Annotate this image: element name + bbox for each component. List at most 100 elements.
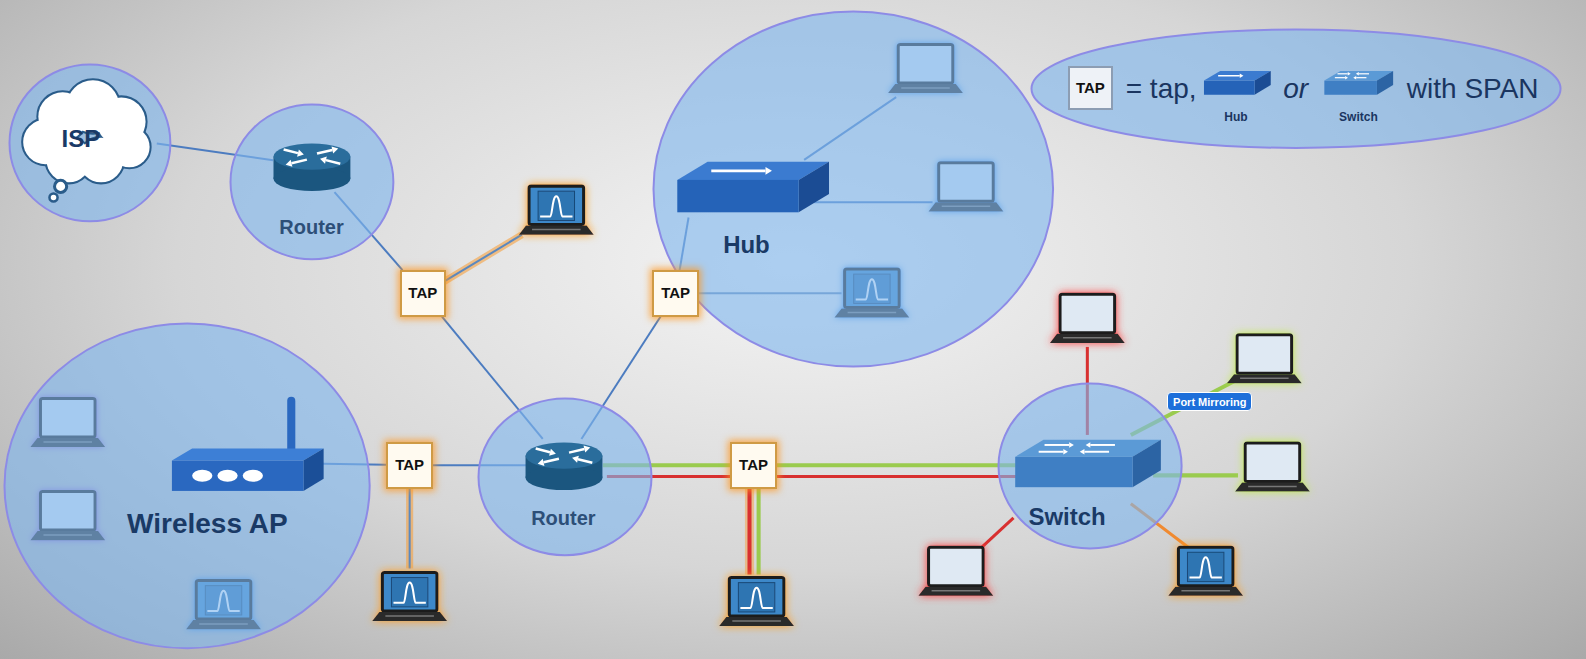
arrow-head xyxy=(320,157,327,164)
tap-box: TAP xyxy=(386,442,433,489)
switch-wire xyxy=(974,347,1238,554)
box-label: Port Mirroring xyxy=(1173,395,1246,408)
node-outline xyxy=(229,103,395,261)
box-label: TAP xyxy=(1076,79,1105,96)
wireless-region: Wireless AP xyxy=(3,322,371,650)
router-icon xyxy=(273,167,350,191)
sniffer-laptop xyxy=(519,186,594,235)
router-icon xyxy=(526,465,603,489)
tap-box: TAP xyxy=(652,270,699,317)
legend-icon-label: Hub xyxy=(1224,110,1247,124)
arrow-head xyxy=(331,147,338,154)
access-point-led xyxy=(192,469,212,481)
switch-icon xyxy=(1133,440,1161,487)
arrow-shaft xyxy=(1337,74,1347,75)
isp-cloud: ISP xyxy=(8,63,172,223)
sniffer-laptop xyxy=(372,572,447,621)
region-ellipse xyxy=(479,398,652,555)
node-icon xyxy=(1016,440,1162,487)
arrow-head xyxy=(1353,76,1356,79)
laptop xyxy=(1227,335,1302,384)
arrow-head xyxy=(1239,74,1243,78)
arrow-head xyxy=(1356,72,1359,75)
access-point-led xyxy=(217,469,237,481)
access-point-icon xyxy=(172,448,324,460)
arrow-shaft xyxy=(712,170,766,173)
node-outline xyxy=(652,10,1055,368)
arrow-shaft xyxy=(1039,451,1064,453)
arrow-head xyxy=(285,160,292,167)
laptop xyxy=(1235,443,1310,492)
region-ellipse xyxy=(10,64,171,221)
node-icon xyxy=(678,162,830,213)
node-label: = tap, xyxy=(1126,73,1197,105)
region-ellipse xyxy=(654,12,1054,367)
region-ellipse xyxy=(230,105,393,260)
arrow-shaft xyxy=(1358,74,1368,75)
arrow-head xyxy=(1080,449,1085,455)
arrow-shaft xyxy=(1045,444,1070,446)
arrow-head xyxy=(550,448,557,455)
tap-box: TAP xyxy=(730,442,777,489)
hub-icon xyxy=(678,180,799,212)
access-point-icon xyxy=(172,460,303,490)
arrow-shaft xyxy=(291,160,306,164)
tap-box: TAP xyxy=(400,270,447,317)
thought-bubble xyxy=(55,180,67,192)
box-label: TAP xyxy=(408,285,437,302)
node-icon xyxy=(526,442,603,490)
region-ellipse xyxy=(5,323,370,648)
arrow-head xyxy=(1347,72,1350,75)
arrow-head xyxy=(766,167,772,175)
arrow-shaft xyxy=(1335,77,1345,78)
node-label: Wireless AP xyxy=(127,508,288,540)
sniffer-laptop xyxy=(719,578,794,627)
arrow-head xyxy=(1086,442,1091,448)
arrow-shaft xyxy=(1356,77,1366,78)
hub-icon xyxy=(1254,71,1270,95)
node-label: ISP xyxy=(62,125,101,153)
hub-icon xyxy=(1204,81,1255,95)
arrow-shaft xyxy=(317,150,332,154)
legend-icon-label: Switch xyxy=(1339,110,1378,124)
laptop xyxy=(1050,294,1125,343)
region-ellipse xyxy=(1031,30,1560,148)
box-label: TAP xyxy=(739,457,768,474)
access-point-icon xyxy=(303,448,323,490)
arrow-head xyxy=(584,445,591,452)
switch-icon xyxy=(1377,71,1393,95)
arrow-head xyxy=(297,150,304,157)
arrow-shaft xyxy=(544,458,559,462)
router-icon xyxy=(273,144,350,170)
arrow-head xyxy=(1069,442,1074,448)
tap-legend-box: TAP xyxy=(1068,66,1113,111)
arrow-head xyxy=(538,458,545,465)
node-outline xyxy=(477,397,653,557)
node-label: Switch xyxy=(1028,503,1105,531)
hub-icon xyxy=(799,162,829,213)
arrow-head xyxy=(1345,76,1348,79)
node-label: or xyxy=(1283,73,1308,105)
access-point-led xyxy=(243,469,263,481)
node-label: with SPAN xyxy=(1407,73,1539,105)
network-link xyxy=(777,463,1017,467)
region-ellipse xyxy=(999,384,1182,549)
arrow-head xyxy=(1064,449,1069,455)
arrow-shaft xyxy=(536,448,550,452)
arrow-shaft xyxy=(326,160,340,164)
box-label: TAP xyxy=(395,457,424,474)
node-label: Hub xyxy=(723,231,770,259)
arrow-shaft xyxy=(1091,444,1116,446)
node-icon xyxy=(23,80,149,201)
box-label: TAP xyxy=(661,285,690,302)
router-circle: Router xyxy=(477,397,653,557)
legend-ellipse: TAP = tap, or with SPAN xyxy=(1030,28,1562,149)
switch-icon xyxy=(1324,81,1377,95)
switch-icon xyxy=(1016,457,1133,487)
red-traffic-line xyxy=(607,476,1018,477)
switch-circle: Switch xyxy=(997,382,1183,550)
router-icon xyxy=(526,442,603,468)
sniffer-laptop xyxy=(1168,547,1243,596)
arrow-shaft xyxy=(283,150,297,154)
